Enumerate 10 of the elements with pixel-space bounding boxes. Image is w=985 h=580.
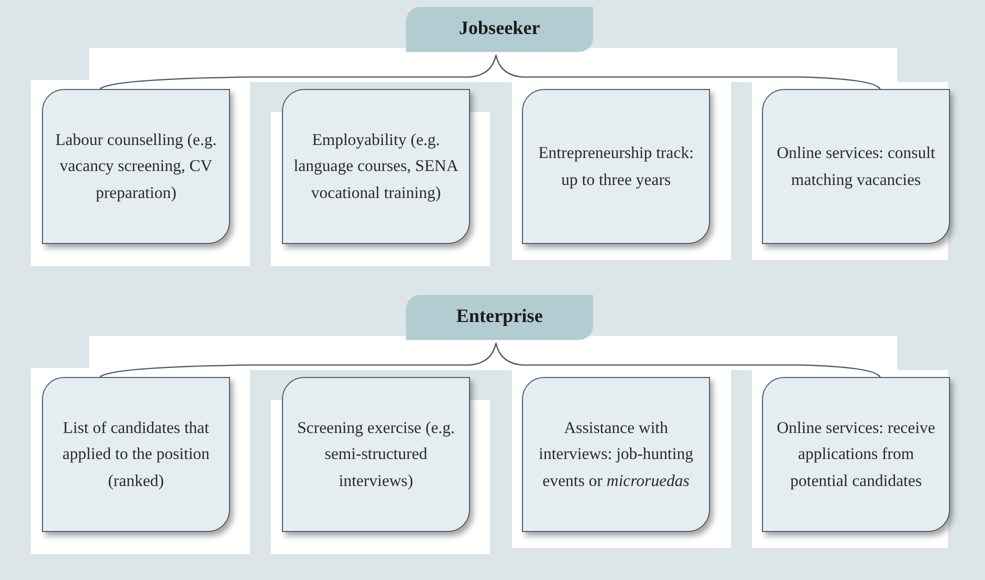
service-box: Screening exercise (e.g. semi-structured interviews) [282,377,470,532]
service-box: Employability (e.g. language courses, SENA vocational training) [282,89,470,244]
service-box: Labour counselling (e.g. vacancy screening, CV preparation) [42,89,230,244]
service-box: Online services: consult matching vacancies [762,89,950,244]
service-box: Online services: receive applications from potential candidates [762,377,950,532]
header-tab: Jobseeker [406,7,593,52]
service-box: Entrepreneurship track: up to three years [522,89,710,244]
service-box: Assistance with interviews: job-hunting events or microruedas [522,377,710,532]
service-box: List of candidates that applied to the position (ranked) [42,377,230,532]
header-tab: Enterprise [406,295,593,340]
